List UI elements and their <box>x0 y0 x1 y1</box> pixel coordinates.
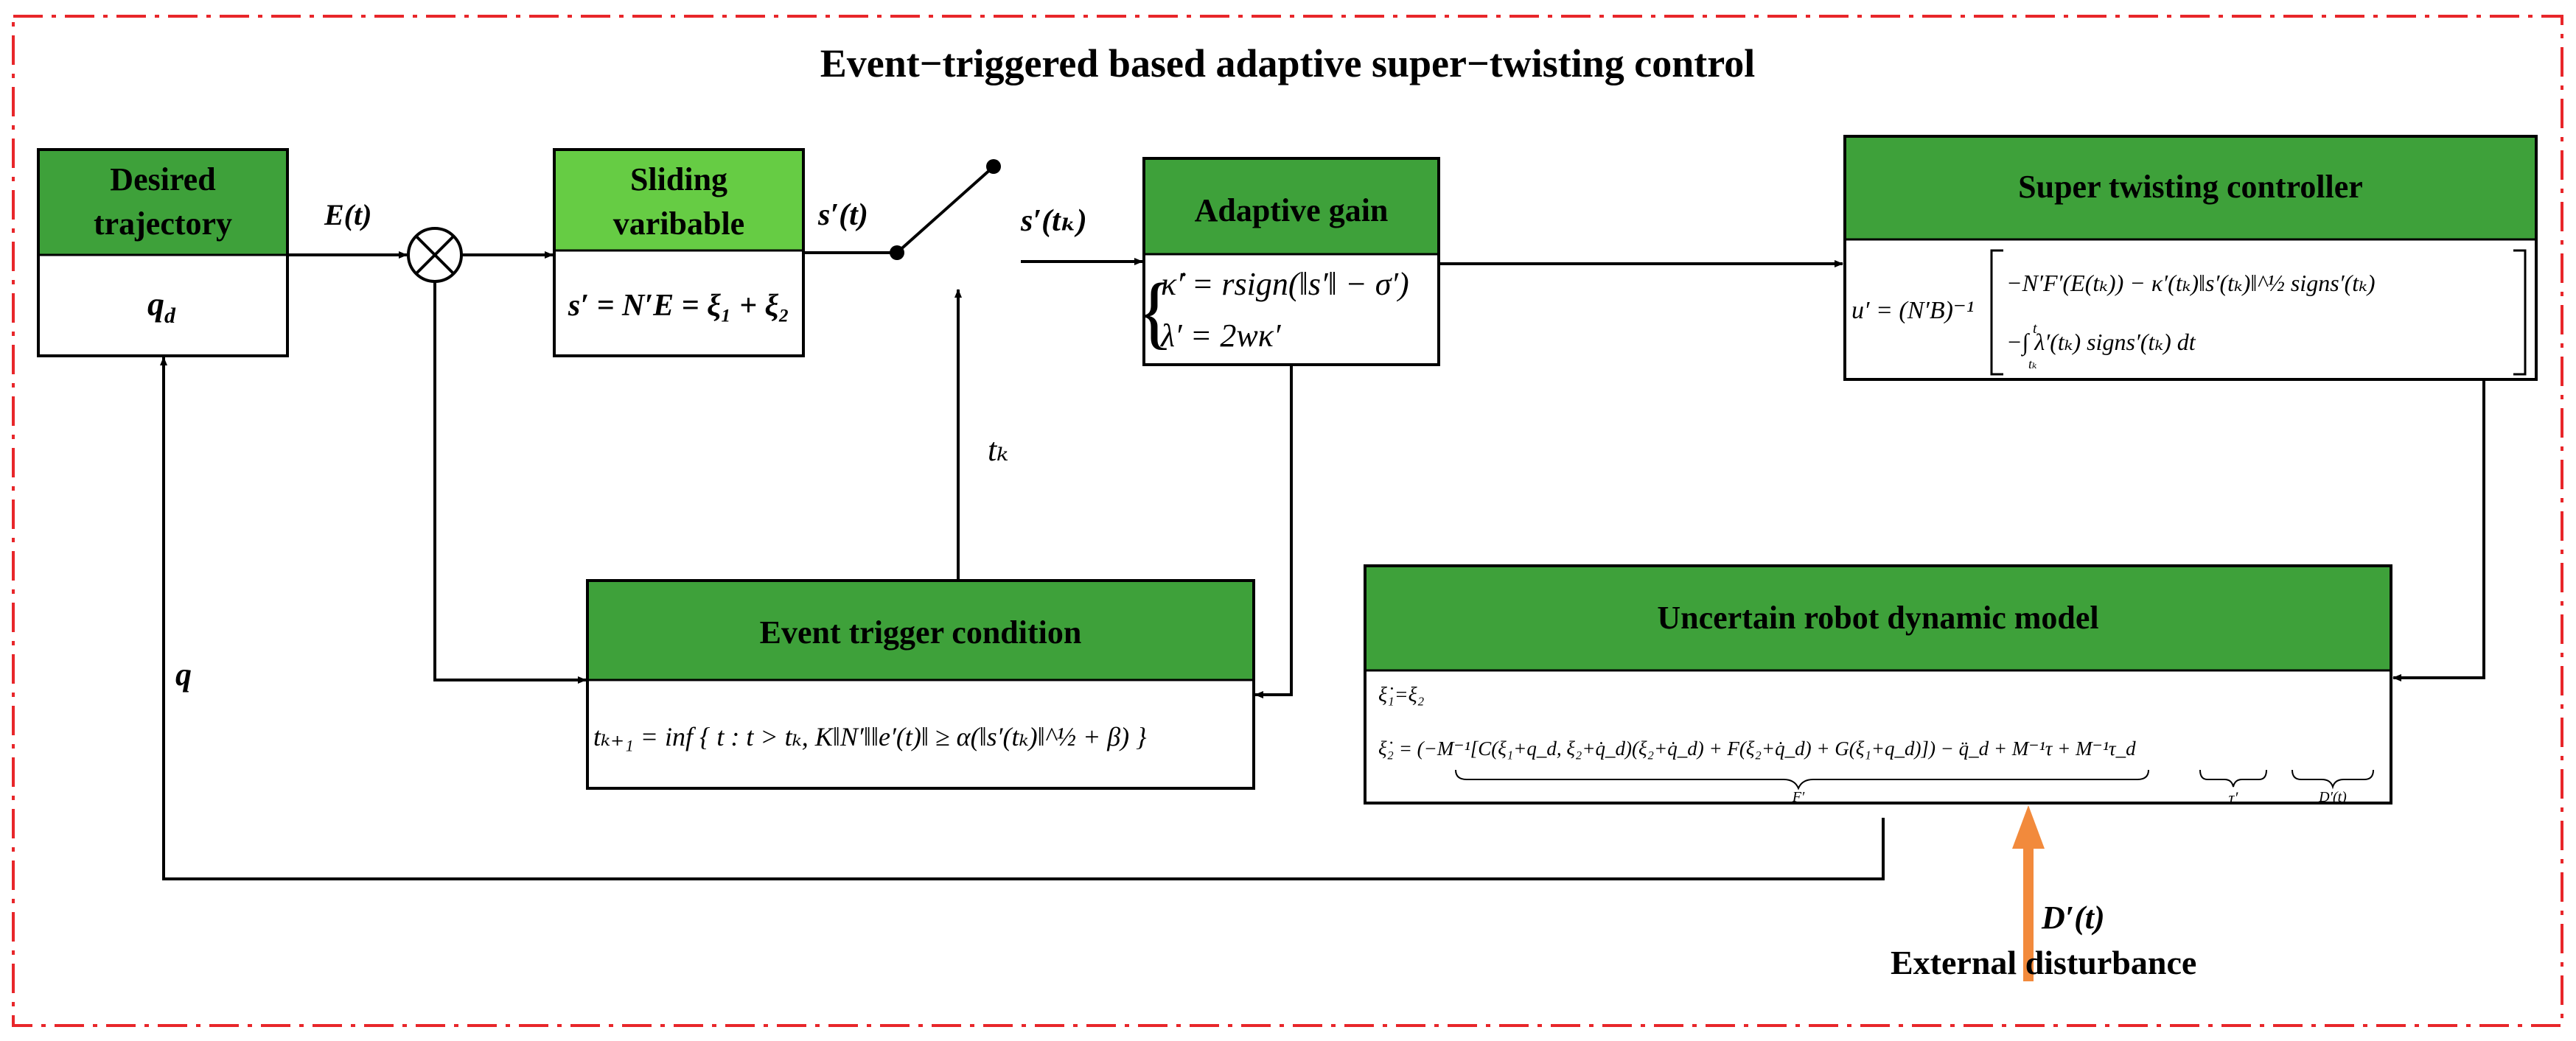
super-eq-lhs: u′ = (N′B)⁻¹ <box>1851 297 1974 324</box>
super-int-lower: tₖ <box>2028 357 2037 371</box>
robot-brace-1-label: F′ <box>1792 789 1805 805</box>
robot-brace-2 <box>2199 769 2267 788</box>
robot-eq1: ξ̇₁=ξ₂ <box>1378 684 1425 707</box>
event-equation: tₖ₊₁ = inf { t : t > tₖ, K‖N′‖‖e′(t)‖ ≥ … <box>593 722 1147 751</box>
robot-eq2: ξ̇₂ = (−M⁻¹[C(ξ₁+q_d, ξ₂+q̇_d)(ξ₂+q̇_d) … <box>1378 737 2136 760</box>
outer-frame <box>12 15 2563 1027</box>
sliding-variable-block: Sliding varibable s′ = N′E = ξ₁ + ξ₂ <box>553 148 805 357</box>
robot-brace-2-label: τ′ <box>2229 788 2239 807</box>
super-header: Super twisting controller <box>2018 169 2363 205</box>
disturbance-signal-label: D′(t) <box>2041 900 2105 936</box>
super-int-upper: t <box>2033 320 2037 337</box>
diagram-title: Event−triggered based adaptive super−twi… <box>820 41 1756 85</box>
q-feedback-label: q <box>175 656 192 693</box>
robot-brace-1 <box>1455 769 2149 791</box>
adaptive-to-event-arrow <box>1254 365 1293 698</box>
switch-contact-left <box>890 245 904 260</box>
disturbance-arrow <box>2012 805 2045 981</box>
desired-header-line1: Desired <box>110 161 215 197</box>
s-tk-label: s′(tₖ) <box>1020 204 1087 238</box>
sum-to-event-arrow <box>433 281 587 684</box>
desired-body: qd <box>147 285 176 328</box>
summing-junction <box>407 227 463 283</box>
s-t-label: s′(t) <box>817 198 868 232</box>
robot-brace-3-label: D′(t) <box>2318 789 2347 805</box>
feedback-q-arrow <box>160 357 1885 880</box>
super-to-robot-arrow <box>2392 379 2485 681</box>
external-disturbance-label: External disturbance <box>1891 944 2196 981</box>
event-trigger-block: Event trigger condition tₖ₊₁ = inf { t :… <box>586 579 1255 790</box>
adaptive-gain-block: Adaptive gain { κ̇′ = rsign(‖s′‖ − σ′) λ… <box>1135 157 1440 366</box>
adaptive-eq2: λ′ = 2wκ′ <box>1159 318 1282 354</box>
connections <box>160 167 2485 880</box>
super-twisting-block: Super twisting controller u′ = (N′B)⁻¹ −… <box>1843 135 2538 381</box>
error-signal-label: E(t) <box>324 198 371 231</box>
adaptive-header: Adaptive gain <box>1195 192 1389 228</box>
super-left-bracket <box>1990 249 2003 376</box>
sliding-equation: s′ = N′E = ξ₁ + ξ₂ <box>568 289 789 323</box>
sliding-header-line2: varibable <box>613 206 744 242</box>
adaptive-brace: { <box>1135 267 1174 357</box>
switch-blade <box>896 167 994 254</box>
super-eq-row2: −∫ λ′(tₖ) signs′(tₖ) dt <box>2006 329 2196 357</box>
tk-label: tₖ <box>988 432 1008 468</box>
event-header: Event trigger condition <box>760 614 1082 651</box>
desired-header-line2: trajectory <box>94 206 232 242</box>
desired-trajectory-block: Desired trajectory qd <box>37 148 289 357</box>
super-right-bracket <box>2513 249 2527 376</box>
switch-contact-right <box>986 159 1001 174</box>
robot-brace-3 <box>2291 769 2374 790</box>
super-eq-row1: −N′F′(E(tₖ)) − κ′(tₖ)‖s′(tₖ)‖^½ signs′(t… <box>2006 270 2376 296</box>
adaptive-eq1: κ̇′ = rsign(‖s′‖ − σ′) <box>1161 266 1409 302</box>
robot-header: Uncertain robot dynamic model <box>1657 600 2098 636</box>
sliding-header-line1: Sliding <box>630 161 727 197</box>
robot-model-block: Uncertain robot dynamic model ξ̇₁=ξ₂ ξ̇₂… <box>1364 564 2392 807</box>
